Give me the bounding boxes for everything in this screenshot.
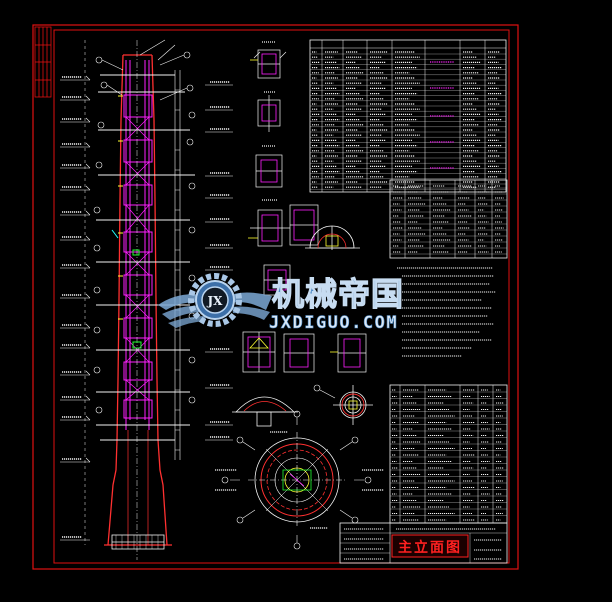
drawing-frame <box>32 24 519 570</box>
elevation-labels-left <box>62 76 82 538</box>
callout-bubbles <box>93 51 196 414</box>
plan-view-circle <box>215 410 384 550</box>
tower-ladder <box>139 39 181 460</box>
table-cell-text <box>312 51 502 188</box>
gear-wings-logo-icon: JX <box>158 273 272 328</box>
tower-details-color <box>111 95 142 349</box>
table-cell-text <box>392 389 504 521</box>
tower-outline <box>104 54 172 546</box>
general-notes <box>397 267 496 357</box>
elevation-marks-right <box>205 84 233 441</box>
table-row-lines <box>390 187 507 255</box>
table-row-lines <box>390 391 507 516</box>
tower-braces <box>125 116 150 401</box>
drawing-title: 主立面图 <box>398 539 462 556</box>
material-table-bottom <box>389 384 508 524</box>
tower-platforms <box>84 40 195 560</box>
watermark-url: JXDIGUO.COM <box>269 313 398 333</box>
tower-internal-magenta <box>123 60 153 430</box>
table-cell-text <box>393 185 504 253</box>
material-table-top <box>309 39 507 193</box>
table-row-lines <box>310 53 506 190</box>
watermark: JX 机械帝国 JXDIGUO.COM <box>158 273 404 333</box>
tower-base <box>111 534 165 550</box>
tower-elevation <box>60 39 233 560</box>
material-table-middle <box>389 179 508 259</box>
elevation-labels-right <box>210 81 230 438</box>
binding-strip <box>34 26 52 98</box>
detail-views-center <box>232 41 373 427</box>
title-block <box>339 522 508 564</box>
logo-letters: JX <box>207 294 224 308</box>
elevation-marks-left <box>60 75 91 541</box>
watermark-brand: 机械帝国 <box>272 275 404 313</box>
